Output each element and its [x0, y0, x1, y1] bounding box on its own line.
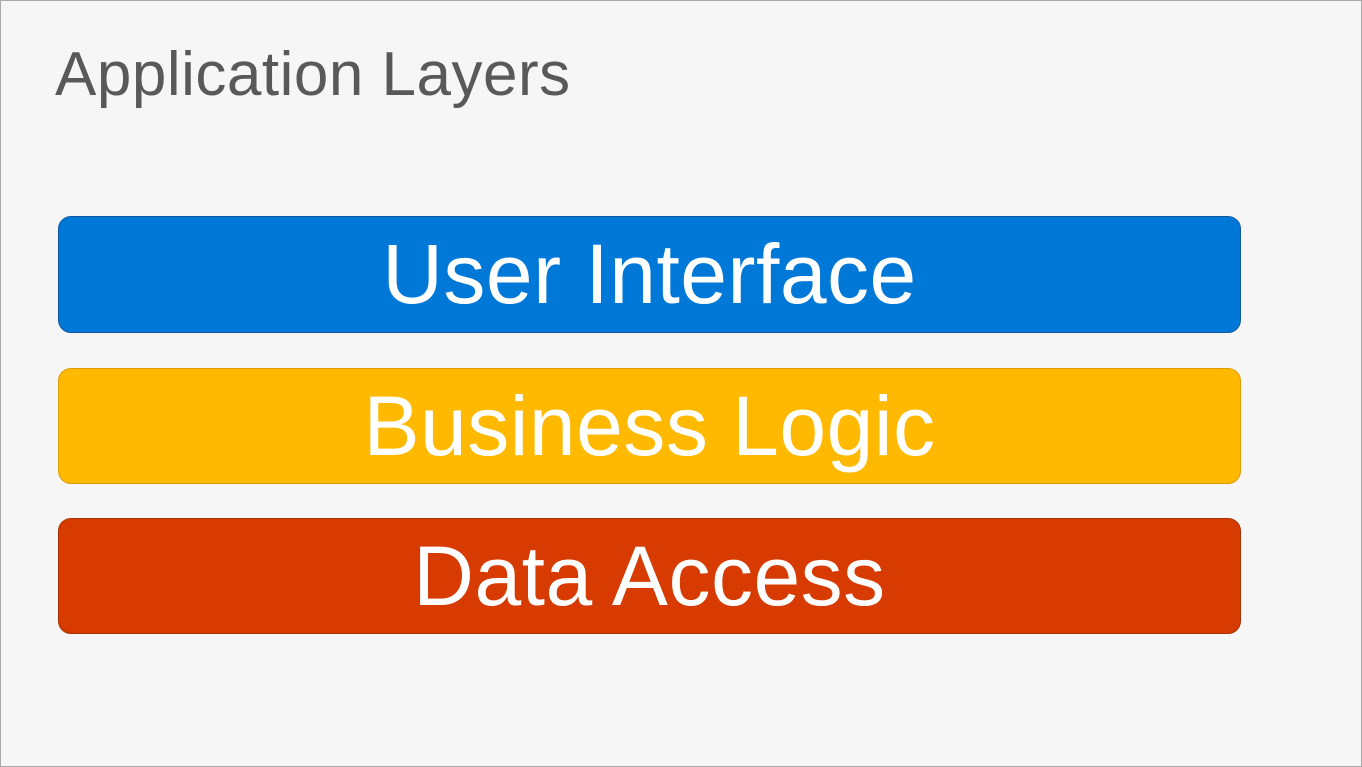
layer-bar-user-interface: User Interface	[58, 216, 1241, 333]
layer-label: Data Access	[413, 528, 886, 623]
page-title: Application Layers	[55, 40, 571, 109]
layer-bar-business-logic: Business Logic	[58, 368, 1241, 484]
layer-stack: User Interface Business Logic Data Acces…	[58, 216, 1241, 634]
layer-label: User Interface	[382, 227, 917, 321]
layer-bar-data-access: Data Access	[58, 518, 1241, 634]
layer-label: Business Logic	[363, 378, 936, 473]
